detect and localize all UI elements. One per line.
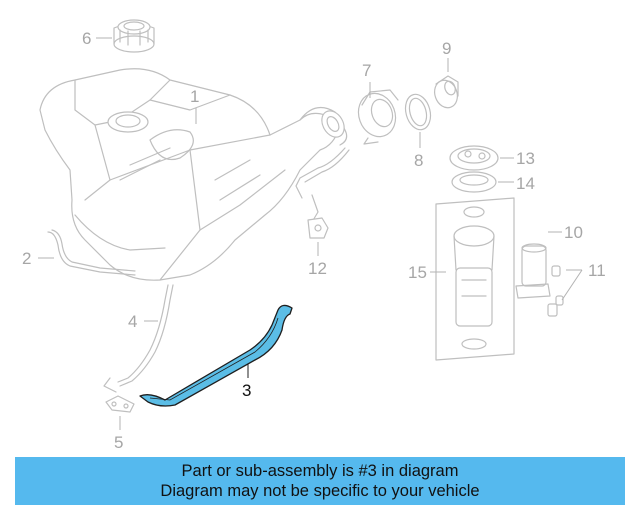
- callout-15: 15: [408, 263, 427, 282]
- callout-8: 8: [414, 151, 423, 170]
- seal-ring-part-8: [404, 93, 432, 131]
- callout-2: 2: [22, 249, 31, 268]
- callout-11: 11: [588, 261, 606, 280]
- callout-6: 6: [82, 29, 91, 48]
- pump-assembly-part-15: [435, 197, 515, 361]
- banner-line-disclaimer: Diagram may not be specific to your vehi…: [160, 482, 480, 500]
- banner-line-part-info: Part or sub-assembly is #3 in diagram: [181, 462, 459, 480]
- callout-1: 1: [190, 87, 199, 106]
- leader-lines: [38, 37, 583, 430]
- callout-4: 4: [128, 312, 137, 331]
- pump-motor-part-10: [515, 243, 551, 299]
- callout-13: 13: [516, 149, 535, 168]
- cap-adapter-part-9: [434, 75, 459, 109]
- callout-9: 9: [442, 39, 451, 58]
- callout-3: 3: [242, 381, 251, 400]
- fuel-cap-part-6: [113, 19, 155, 53]
- info-banner: Part or sub-assembly is #3 in diagram Di…: [15, 457, 625, 505]
- bracket-part-5: [105, 395, 135, 413]
- strap-part-3: [139, 304, 293, 407]
- fittings-part-11: [547, 265, 564, 317]
- fuel-tank-part-1: [39, 68, 348, 281]
- parts-diagram: 6 1 2 4 5 3 7 8 9 10 11 12 13 14 15: [22, 19, 606, 452]
- callout-12: 12: [308, 259, 327, 278]
- callout-7: 7: [362, 61, 371, 80]
- pump-cover-part-13: [449, 145, 499, 171]
- callout-14: 14: [516, 174, 535, 193]
- sender-unit-part-12: [295, 147, 350, 239]
- lock-ring-part-14: [451, 171, 497, 193]
- callout-5: 5: [114, 433, 123, 452]
- callout-10: 10: [564, 223, 583, 242]
- strap-part-2: [47, 229, 136, 276]
- fuel-line-part-4: [103, 284, 174, 393]
- collar-part-7: [357, 89, 399, 145]
